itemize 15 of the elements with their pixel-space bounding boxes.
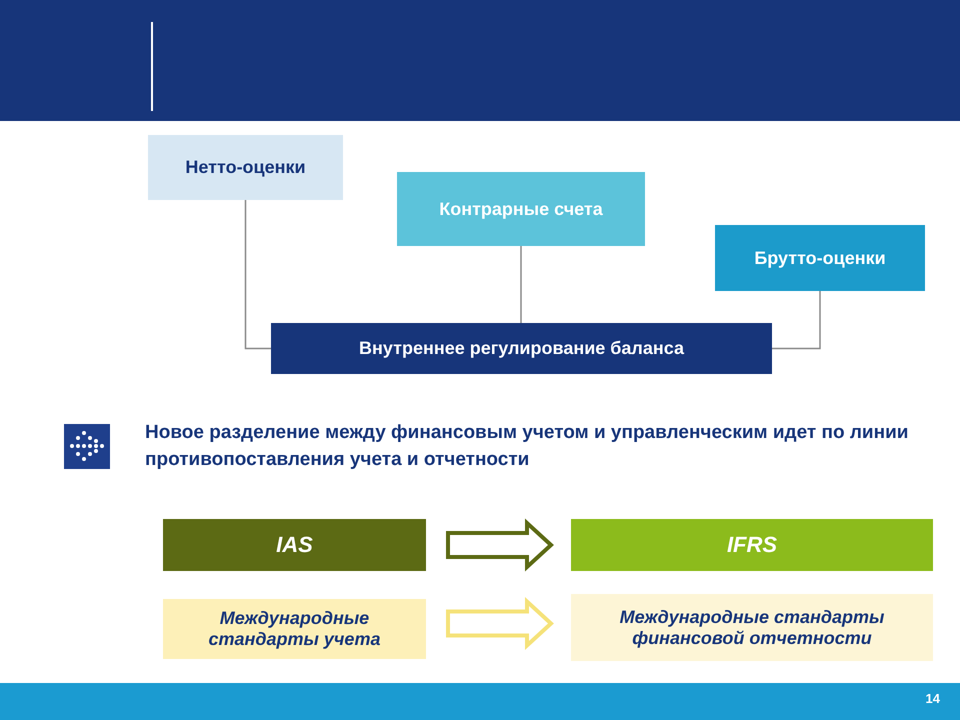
connector-line — [520, 246, 522, 323]
connector-line — [244, 200, 271, 350]
statement-text: Новое разделение между финансовым учетом и управленческим идет по линии противопоставления учета и отчетности — [145, 421, 910, 472]
standard-box: IFRS — [571, 519, 933, 571]
header-box: Внутреннее регулирование баланса — [271, 323, 772, 374]
block-arrow — [446, 596, 554, 650]
description-box: Международные стандарты учета — [163, 599, 426, 659]
standard-box: IAS — [163, 519, 426, 571]
description-box: Международные стандарты финансовой отчетности — [571, 594, 933, 661]
process-box: Брутто-оценки — [715, 225, 925, 291]
process-box: Нетто-оценки — [148, 135, 343, 200]
connector-line — [772, 291, 821, 350]
process-box: Контрарные счета — [397, 172, 645, 246]
block-arrow — [446, 518, 554, 572]
page-number: 14 — [924, 690, 940, 708]
